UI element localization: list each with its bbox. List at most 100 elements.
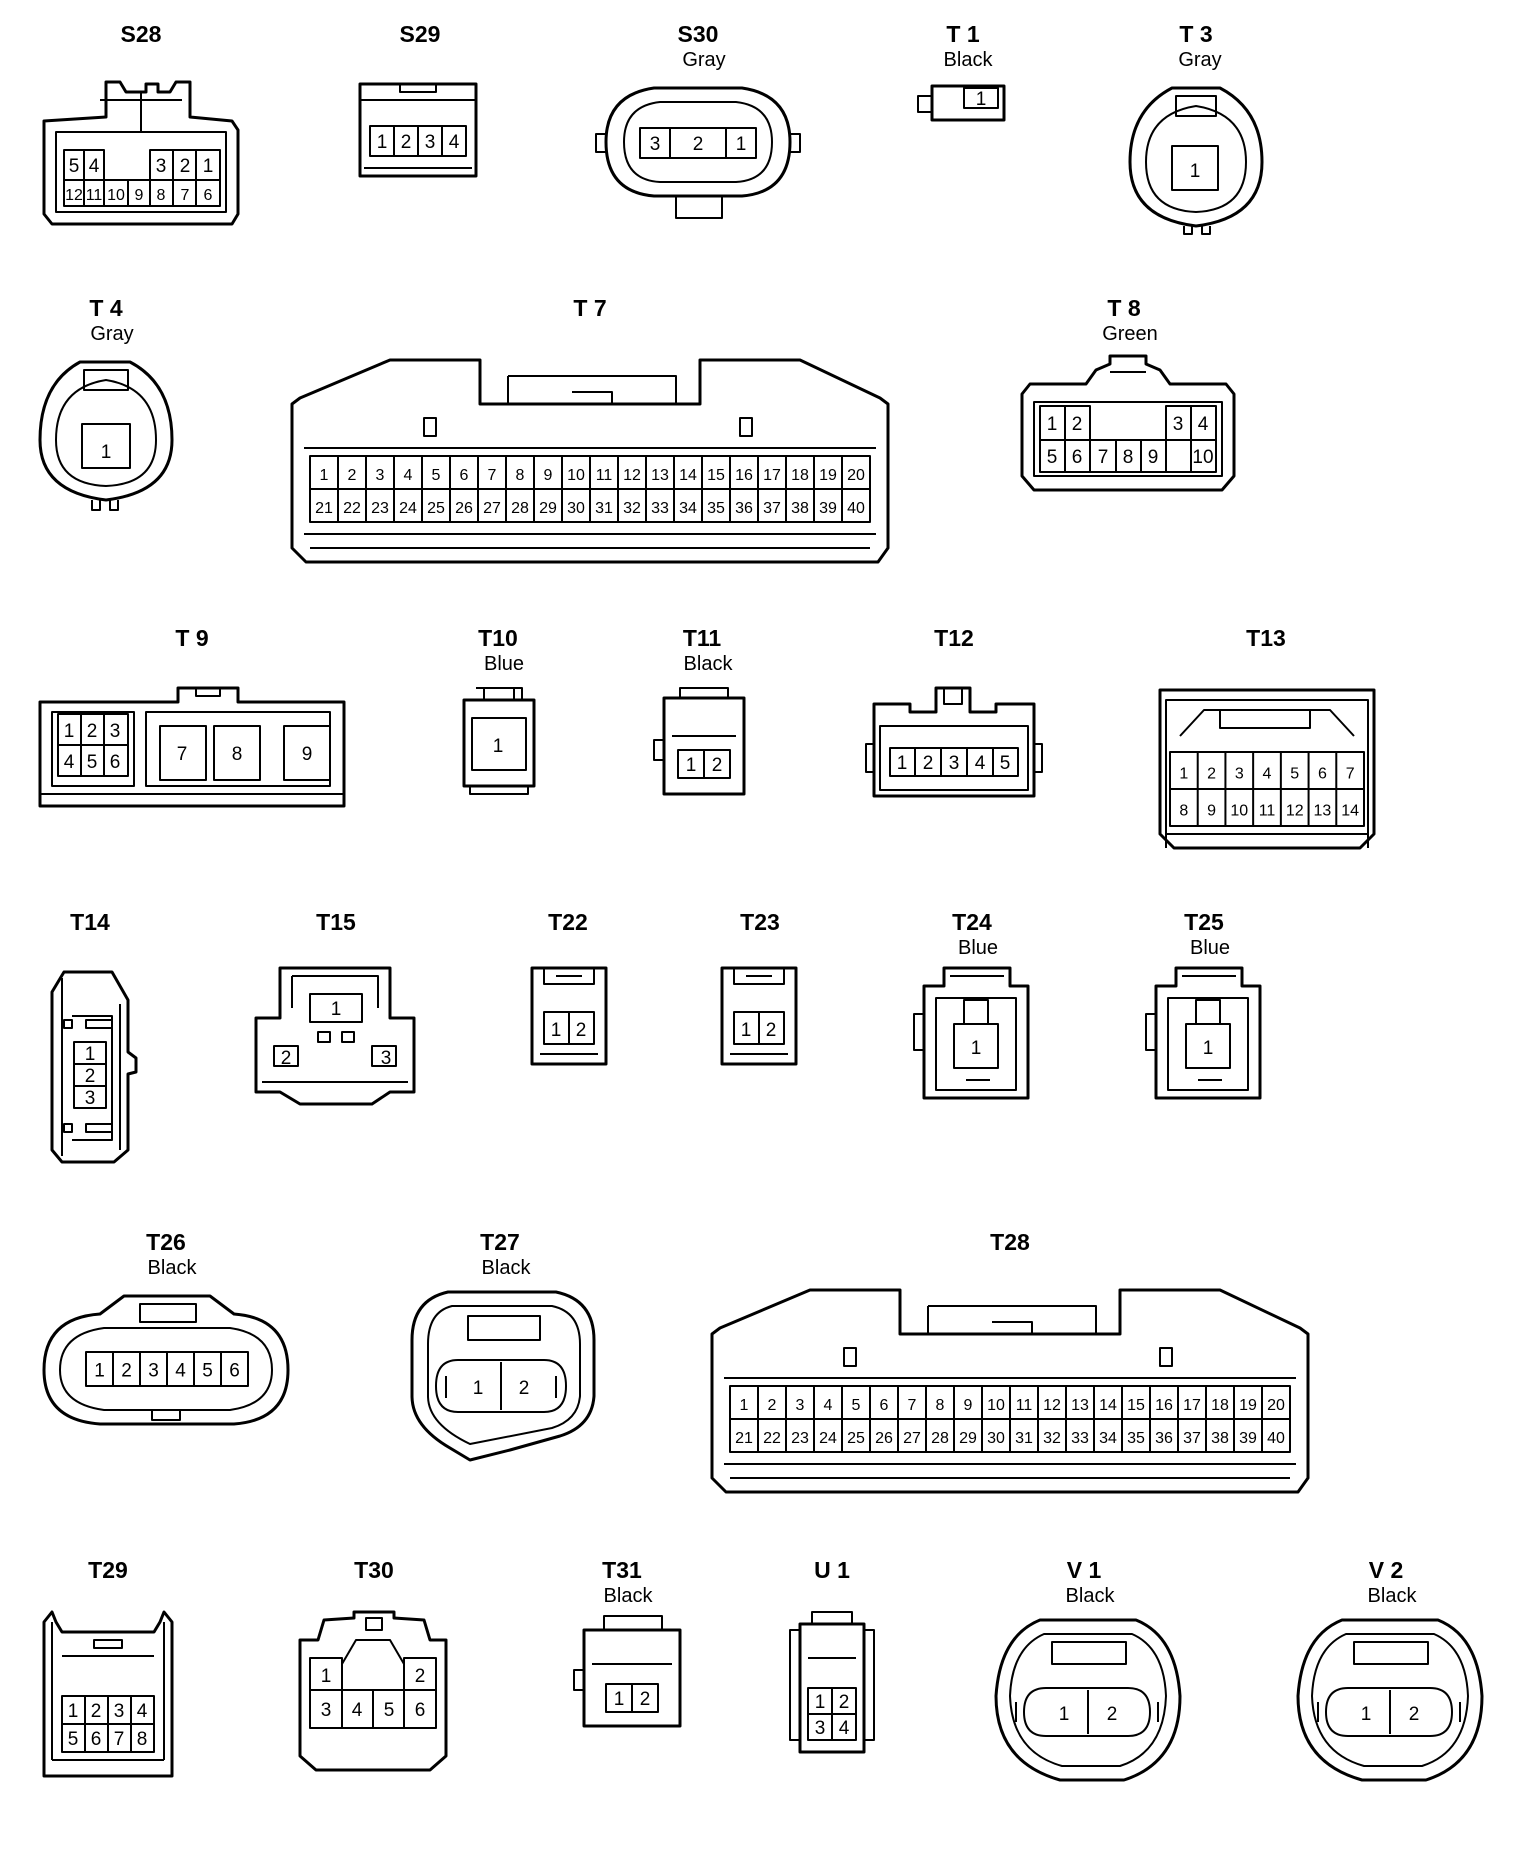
pin-number: 17: [763, 467, 781, 484]
pin-number: 3: [376, 467, 385, 484]
pin-number: 28: [511, 500, 529, 517]
connector-title: T 8: [1107, 295, 1140, 321]
svg-text:6: 6: [91, 1729, 102, 1750]
connector-s28: S28 5 4 3 2 1 12: [42, 21, 240, 226]
svg-text:9: 9: [135, 187, 144, 204]
pin-number: 6: [460, 467, 469, 484]
svg-text:3: 3: [381, 1048, 392, 1069]
connector-t12: T12 1 2 3 4 5: [865, 625, 1043, 798]
pin-number: 24: [819, 1430, 837, 1447]
connector-title: T30: [354, 1557, 394, 1583]
connector-t30: T30 1 2 3 4 5 6: [298, 1557, 448, 1772]
pin-number: 11: [596, 467, 613, 484]
connector-t29: T29 1 2 3 4 5 6 7 8: [42, 1557, 174, 1778]
connector-t4: T 4 Gray 1: [38, 295, 174, 511]
connector-u1: U 1 1 2 3 4: [789, 1557, 875, 1754]
svg-text:9: 9: [302, 744, 313, 765]
svg-text:2: 2: [1107, 1704, 1118, 1725]
pin-number: 9: [1207, 803, 1216, 820]
connector-t3: T 3 Gray 1: [1128, 21, 1264, 235]
pin-number: 14: [1099, 1397, 1117, 1414]
pin-number: 5: [1290, 766, 1299, 783]
pin-number: 19: [1239, 1397, 1257, 1414]
pin-number: 23: [371, 500, 389, 517]
svg-text:5: 5: [87, 752, 98, 773]
pin-number: 21: [735, 1430, 753, 1447]
pin-number: 32: [1043, 1430, 1061, 1447]
svg-text:4: 4: [975, 753, 986, 774]
pin-number: 35: [1127, 1430, 1145, 1447]
pin-number: 28: [931, 1430, 949, 1447]
pin-number: 31: [595, 500, 613, 517]
pin-number: 31: [1015, 1430, 1033, 1447]
pin-number: 16: [735, 467, 753, 484]
svg-text:4: 4: [1198, 414, 1209, 435]
svg-text:1: 1: [551, 1020, 562, 1041]
pin-number: 6: [880, 1397, 889, 1414]
svg-text:5: 5: [68, 1729, 79, 1750]
pin-number: 24: [399, 500, 417, 517]
svg-text:1: 1: [741, 1020, 752, 1041]
pin-number: 21: [315, 500, 333, 517]
pin-number: 26: [875, 1430, 893, 1447]
connector-s30: S30 Gray 3 2 1: [595, 21, 801, 219]
pin-number: 26: [455, 500, 473, 517]
pin-number: 1: [740, 1397, 749, 1414]
svg-text:4: 4: [137, 1701, 148, 1722]
svg-text:3: 3: [815, 1718, 826, 1739]
connector-title: T23: [740, 909, 780, 935]
svg-text:1: 1: [101, 442, 112, 463]
connector-title: T29: [88, 1557, 128, 1583]
connector-title: T11: [683, 625, 722, 651]
svg-text:7: 7: [181, 187, 190, 204]
pin-number: 10: [1230, 803, 1248, 820]
connector-title: T 9: [175, 625, 208, 651]
svg-text:1: 1: [85, 1044, 96, 1065]
connector-color: Black: [482, 1257, 532, 1279]
pin-number: 3: [148, 1360, 159, 1381]
pin-number: 4: [175, 1360, 186, 1381]
pin-number: 11: [1016, 1397, 1033, 1414]
pin-number: 3: [1235, 766, 1244, 783]
svg-text:3: 3: [110, 721, 121, 742]
pin-number: 40: [1267, 1430, 1285, 1447]
svg-text:2: 2: [281, 1048, 292, 1069]
connector-title: T 3: [1179, 21, 1212, 47]
svg-text:3: 3: [1173, 414, 1184, 435]
pin-number: 35: [707, 500, 725, 517]
pin-number: 27: [903, 1430, 921, 1447]
pin-number: 9: [964, 1397, 973, 1414]
pin-number: 1: [320, 467, 329, 484]
svg-text:1: 1: [321, 1666, 332, 1687]
connector-title: T14: [70, 909, 110, 935]
svg-text:1: 1: [331, 999, 342, 1020]
connector-t22: T22 1 2: [530, 909, 608, 1066]
svg-text:8: 8: [137, 1729, 148, 1750]
connector-t23: T23 1 2: [720, 909, 798, 1066]
connector-title: T24: [952, 909, 992, 935]
svg-text:1: 1: [1361, 1704, 1372, 1725]
pin-number: 1: [1179, 766, 1188, 783]
svg-text:2: 2: [693, 134, 704, 155]
connector-color: Blue: [484, 653, 524, 675]
connector-title: T22: [548, 909, 588, 935]
svg-text:2: 2: [91, 1701, 102, 1722]
connector-title: T15: [316, 909, 356, 935]
svg-text:3: 3: [949, 753, 960, 774]
svg-text:2: 2: [85, 1066, 96, 1087]
svg-text:7: 7: [177, 744, 188, 765]
pin-number: 27: [483, 500, 501, 517]
pin-number: 14: [679, 467, 697, 484]
connector-title: T28: [990, 1229, 1030, 1255]
connector-t1: T 1 Black 1: [917, 21, 1006, 122]
svg-text:3: 3: [85, 1088, 96, 1109]
svg-text:2: 2: [87, 721, 98, 742]
pin-number: 18: [791, 467, 809, 484]
pin-number: 5: [202, 1360, 213, 1381]
pin-number: 7: [908, 1397, 917, 1414]
svg-text:5: 5: [69, 156, 80, 177]
pin-number: 36: [1155, 1430, 1173, 1447]
pin-number: 4: [404, 467, 413, 484]
